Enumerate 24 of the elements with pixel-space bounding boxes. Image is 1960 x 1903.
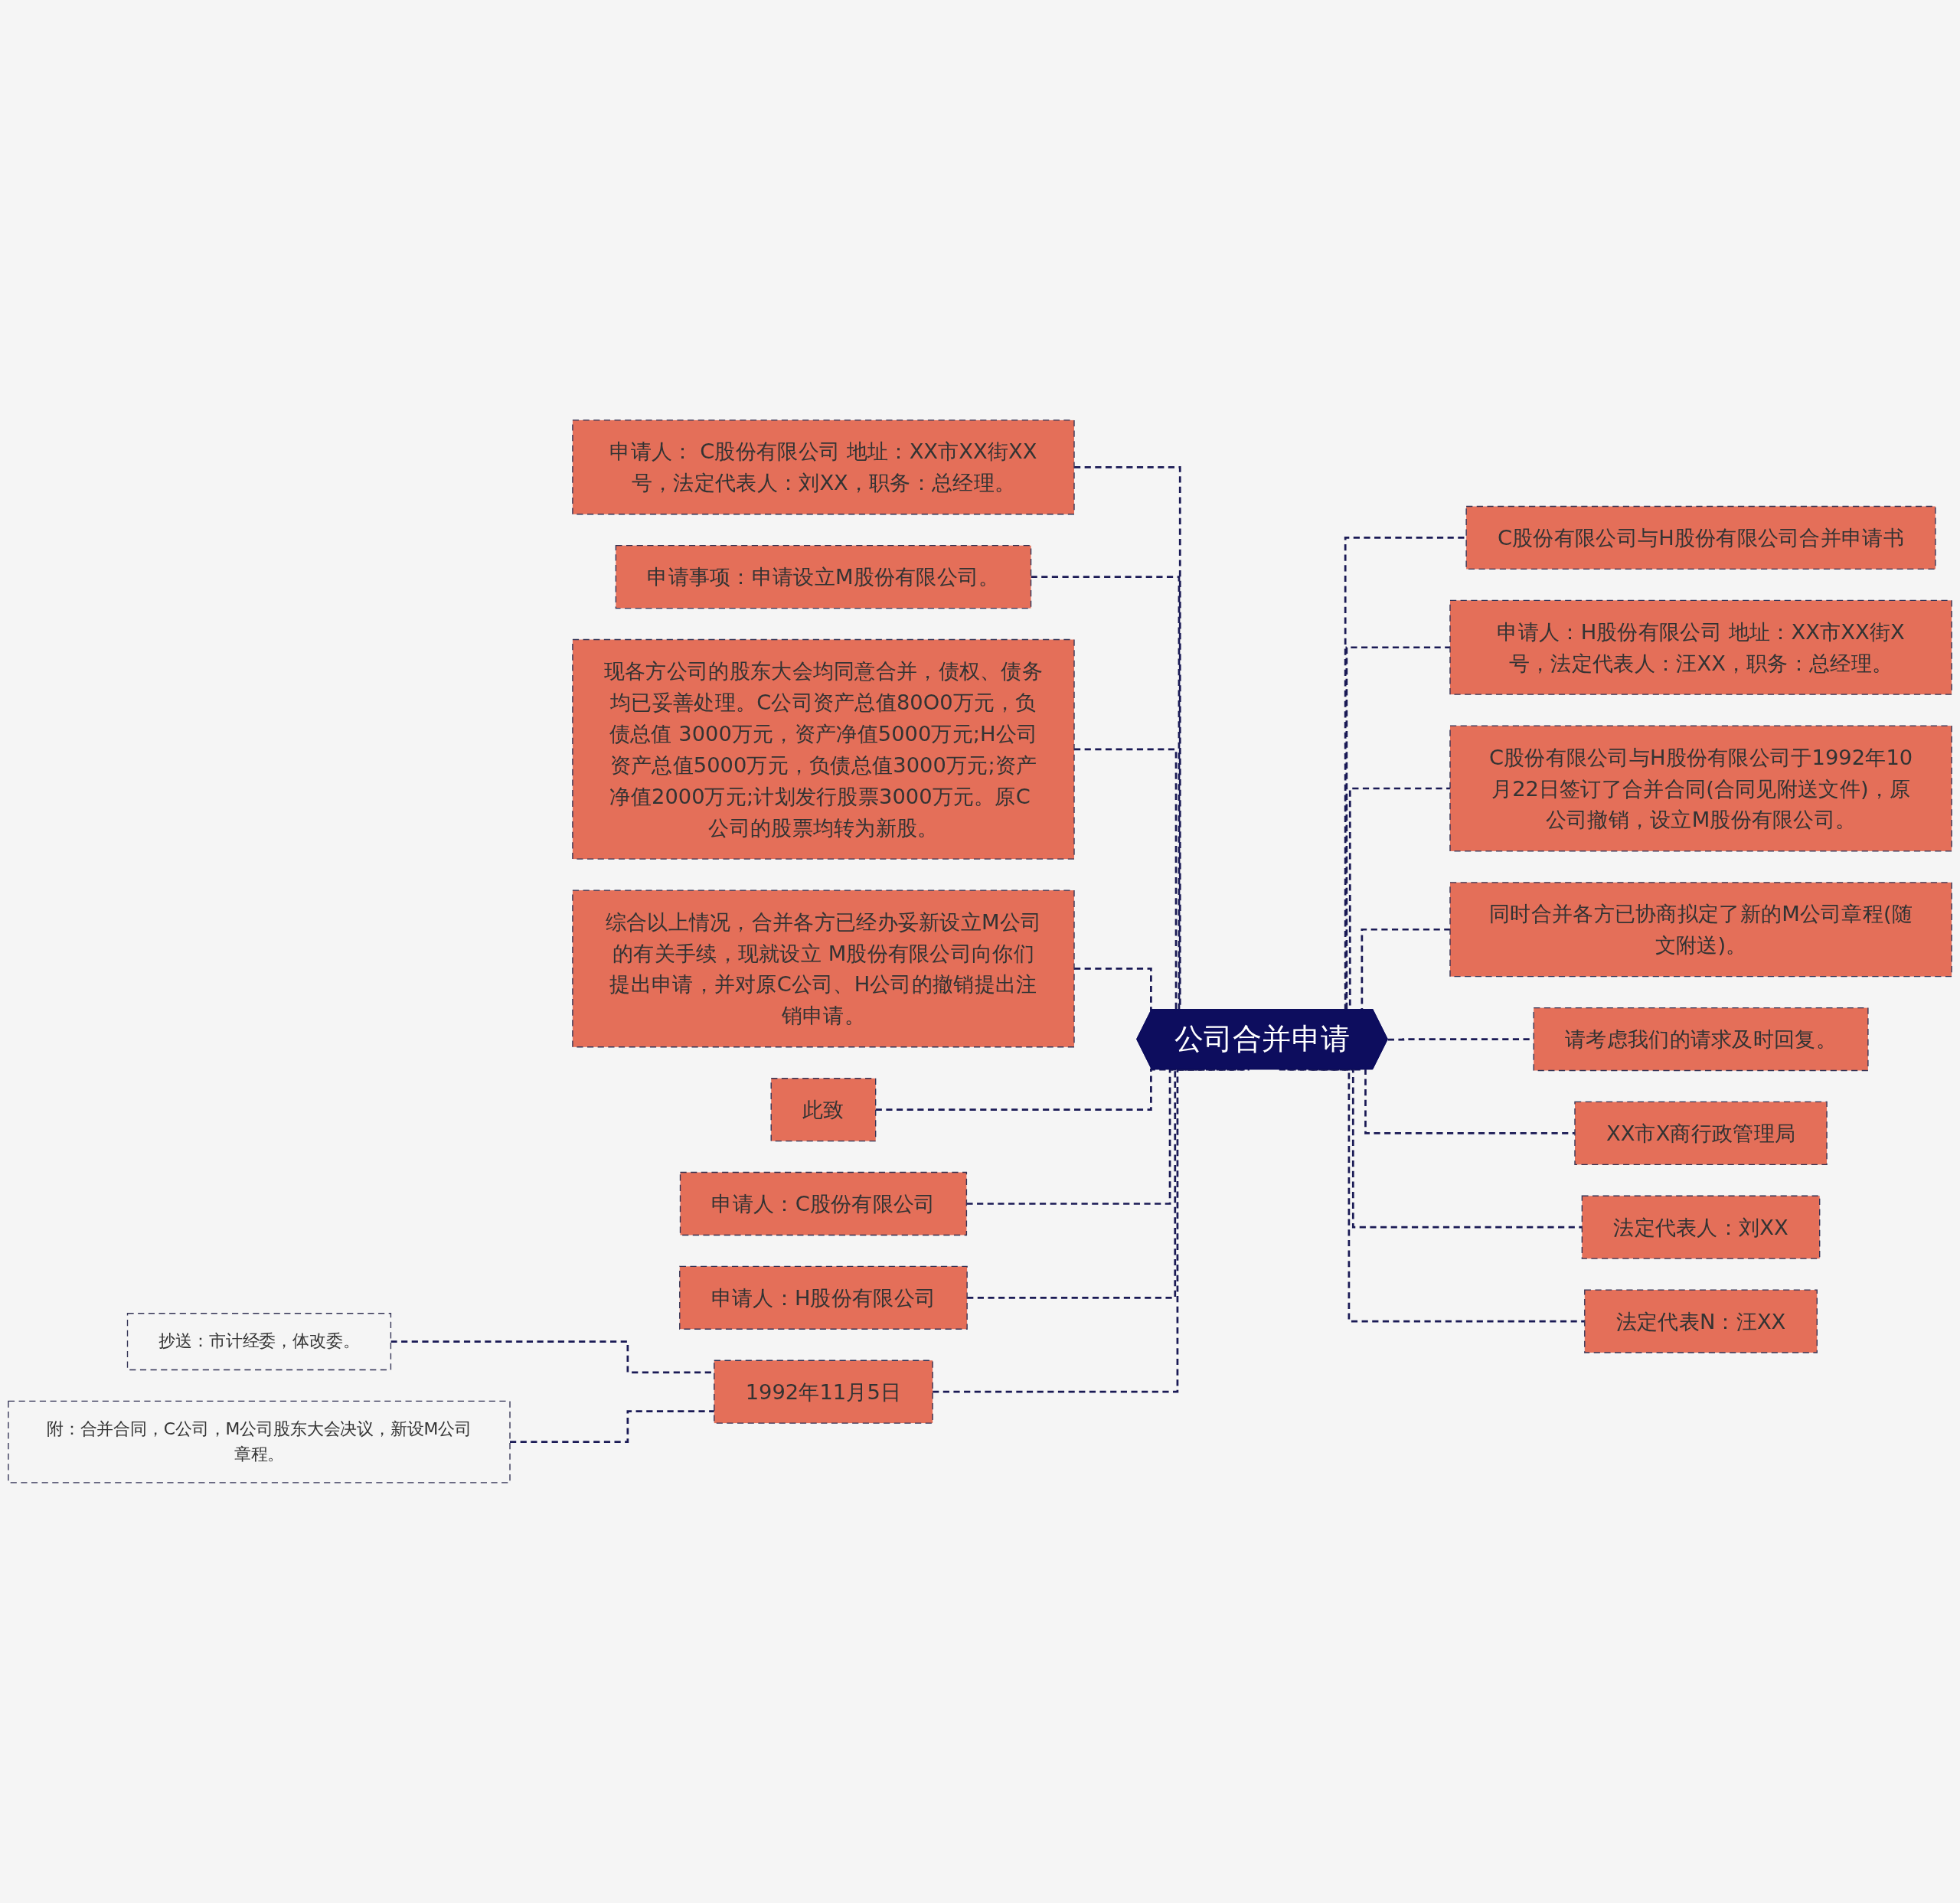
node-box: 申请人：H股份有限公司 地址：XX市XX街X号，法定代表人：汪XX，职务：总经理。 bbox=[1449, 599, 1952, 695]
node-box: 抄送：市计经委，体改委。 bbox=[126, 1313, 392, 1371]
connector bbox=[967, 1068, 1245, 1299]
node-box: 综合以上情况，合并各方已经办妥新设立M公司的有关手续，现就设立 M股份有限公司向你们提出申请，并对原C公司、H公司的撤销提出注销申请。 bbox=[572, 889, 1075, 1048]
node-box: C股份有限公司与H股份有限公司合并申请书 bbox=[1465, 505, 1936, 570]
node-box: 申请人：H股份有限公司 bbox=[679, 1265, 968, 1330]
node-box: 申请事项：申请设立M股份有限公司。 bbox=[615, 545, 1032, 609]
node-box: XX市X商行政管理局 bbox=[1574, 1101, 1828, 1166]
node-box: 同时合并各方已协商拟定了新的M公司章程(随文附送)。 bbox=[1449, 882, 1952, 978]
node-box: 法定代表N：汪XX bbox=[1584, 1289, 1818, 1353]
connector bbox=[875, 1068, 1197, 1111]
node-box: 附：合并合同，C公司，M公司股东大会决议，新设M公司章程。 bbox=[8, 1400, 511, 1484]
connector bbox=[510, 1410, 714, 1444]
node-box: 1992年11月5日 bbox=[714, 1360, 933, 1424]
node-box: 申请人：C股份有限公司 bbox=[679, 1171, 968, 1236]
node-box: 此致 bbox=[770, 1078, 877, 1142]
node-box: 请考虑我们的请求及时回复。 bbox=[1533, 1007, 1869, 1072]
node-box: 法定代表人：刘XX bbox=[1581, 1195, 1821, 1259]
connector bbox=[1279, 1068, 1585, 1323]
connector bbox=[933, 1068, 1250, 1393]
node-box: 申请人： C股份有限公司 地址：XX市XX街XX号，法定代表人：刘XX，职务：总经理。 bbox=[572, 419, 1075, 515]
node-box: 现各方公司的股东大会均同意合并，债权、债务均已妥善处理。C公司资产总值80O0万元，负债总值 3000万元，资产净值5000万元;H公司资产总值5000万元，负债总值3000万元;资产净值2000万元;计划发行股票3000万元。原C 公司的股票均转为新股。 bbox=[572, 638, 1075, 860]
node-box: C股份有限公司与H股份有限公司于1992年10月22日签订了合并合同(合同见附送文件)，原公司撤销，设立M股份有限公司。 bbox=[1449, 725, 1952, 852]
connector bbox=[1287, 1068, 1583, 1229]
